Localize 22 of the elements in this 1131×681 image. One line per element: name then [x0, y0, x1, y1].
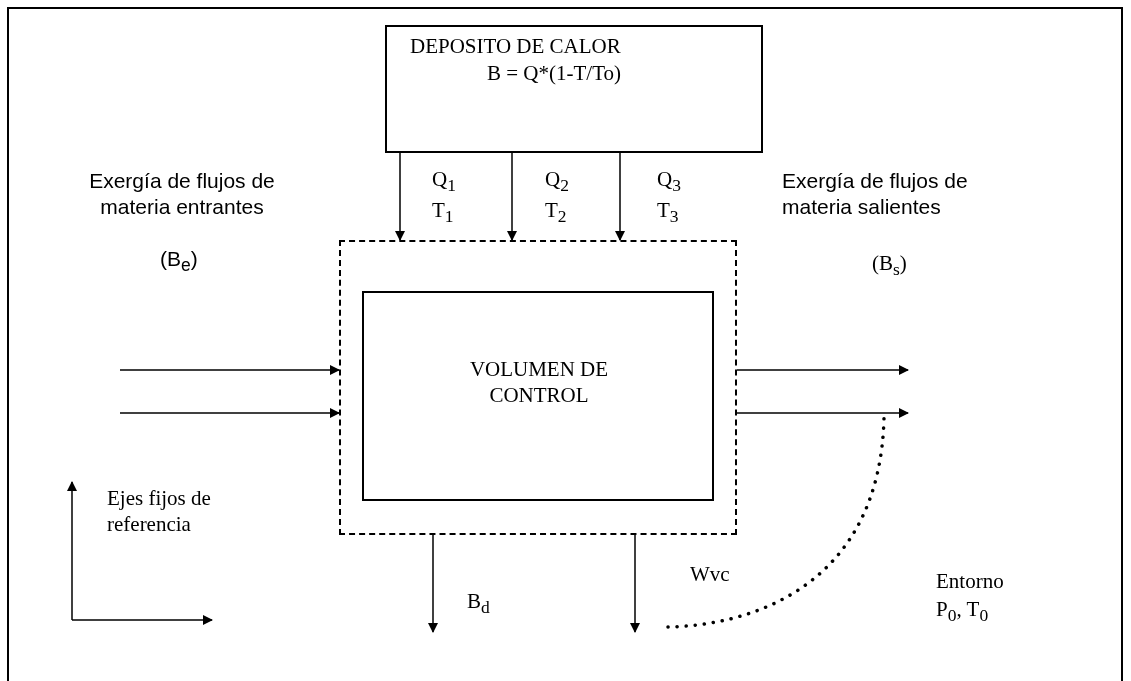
node-text: B = Q*(1-T/To): [487, 61, 622, 86]
arrow: [395, 152, 405, 241]
text-label: Exergía de flujos de materia salientes: [782, 168, 969, 221]
arrow: [630, 534, 640, 633]
text-label: P$_{0}$, T$_{0}$: [936, 596, 989, 628]
text-label: Ejes fijos de referencia: [107, 485, 212, 538]
arrow: [428, 534, 438, 633]
arrow: [507, 152, 517, 241]
text-label: (B$_{s}$): [872, 250, 907, 282]
arrow: [119, 365, 340, 375]
control-volume-box: [362, 291, 714, 501]
arrow: [736, 408, 909, 418]
arrow: [736, 365, 909, 375]
node-text: VOLUMEN DE CONTROL: [468, 356, 610, 409]
arrow: [615, 152, 625, 241]
reservoir-box: [385, 25, 763, 153]
arrow: [119, 408, 340, 418]
text-label: Entorno: [936, 568, 1004, 595]
control-surface-box: [339, 240, 737, 535]
text-label: Exergía de flujos de materia entrantes: [88, 168, 276, 221]
node-text: DEPOSITO DE CALOR: [410, 34, 621, 59]
text-label: (B$_{e}$): [160, 246, 198, 278]
